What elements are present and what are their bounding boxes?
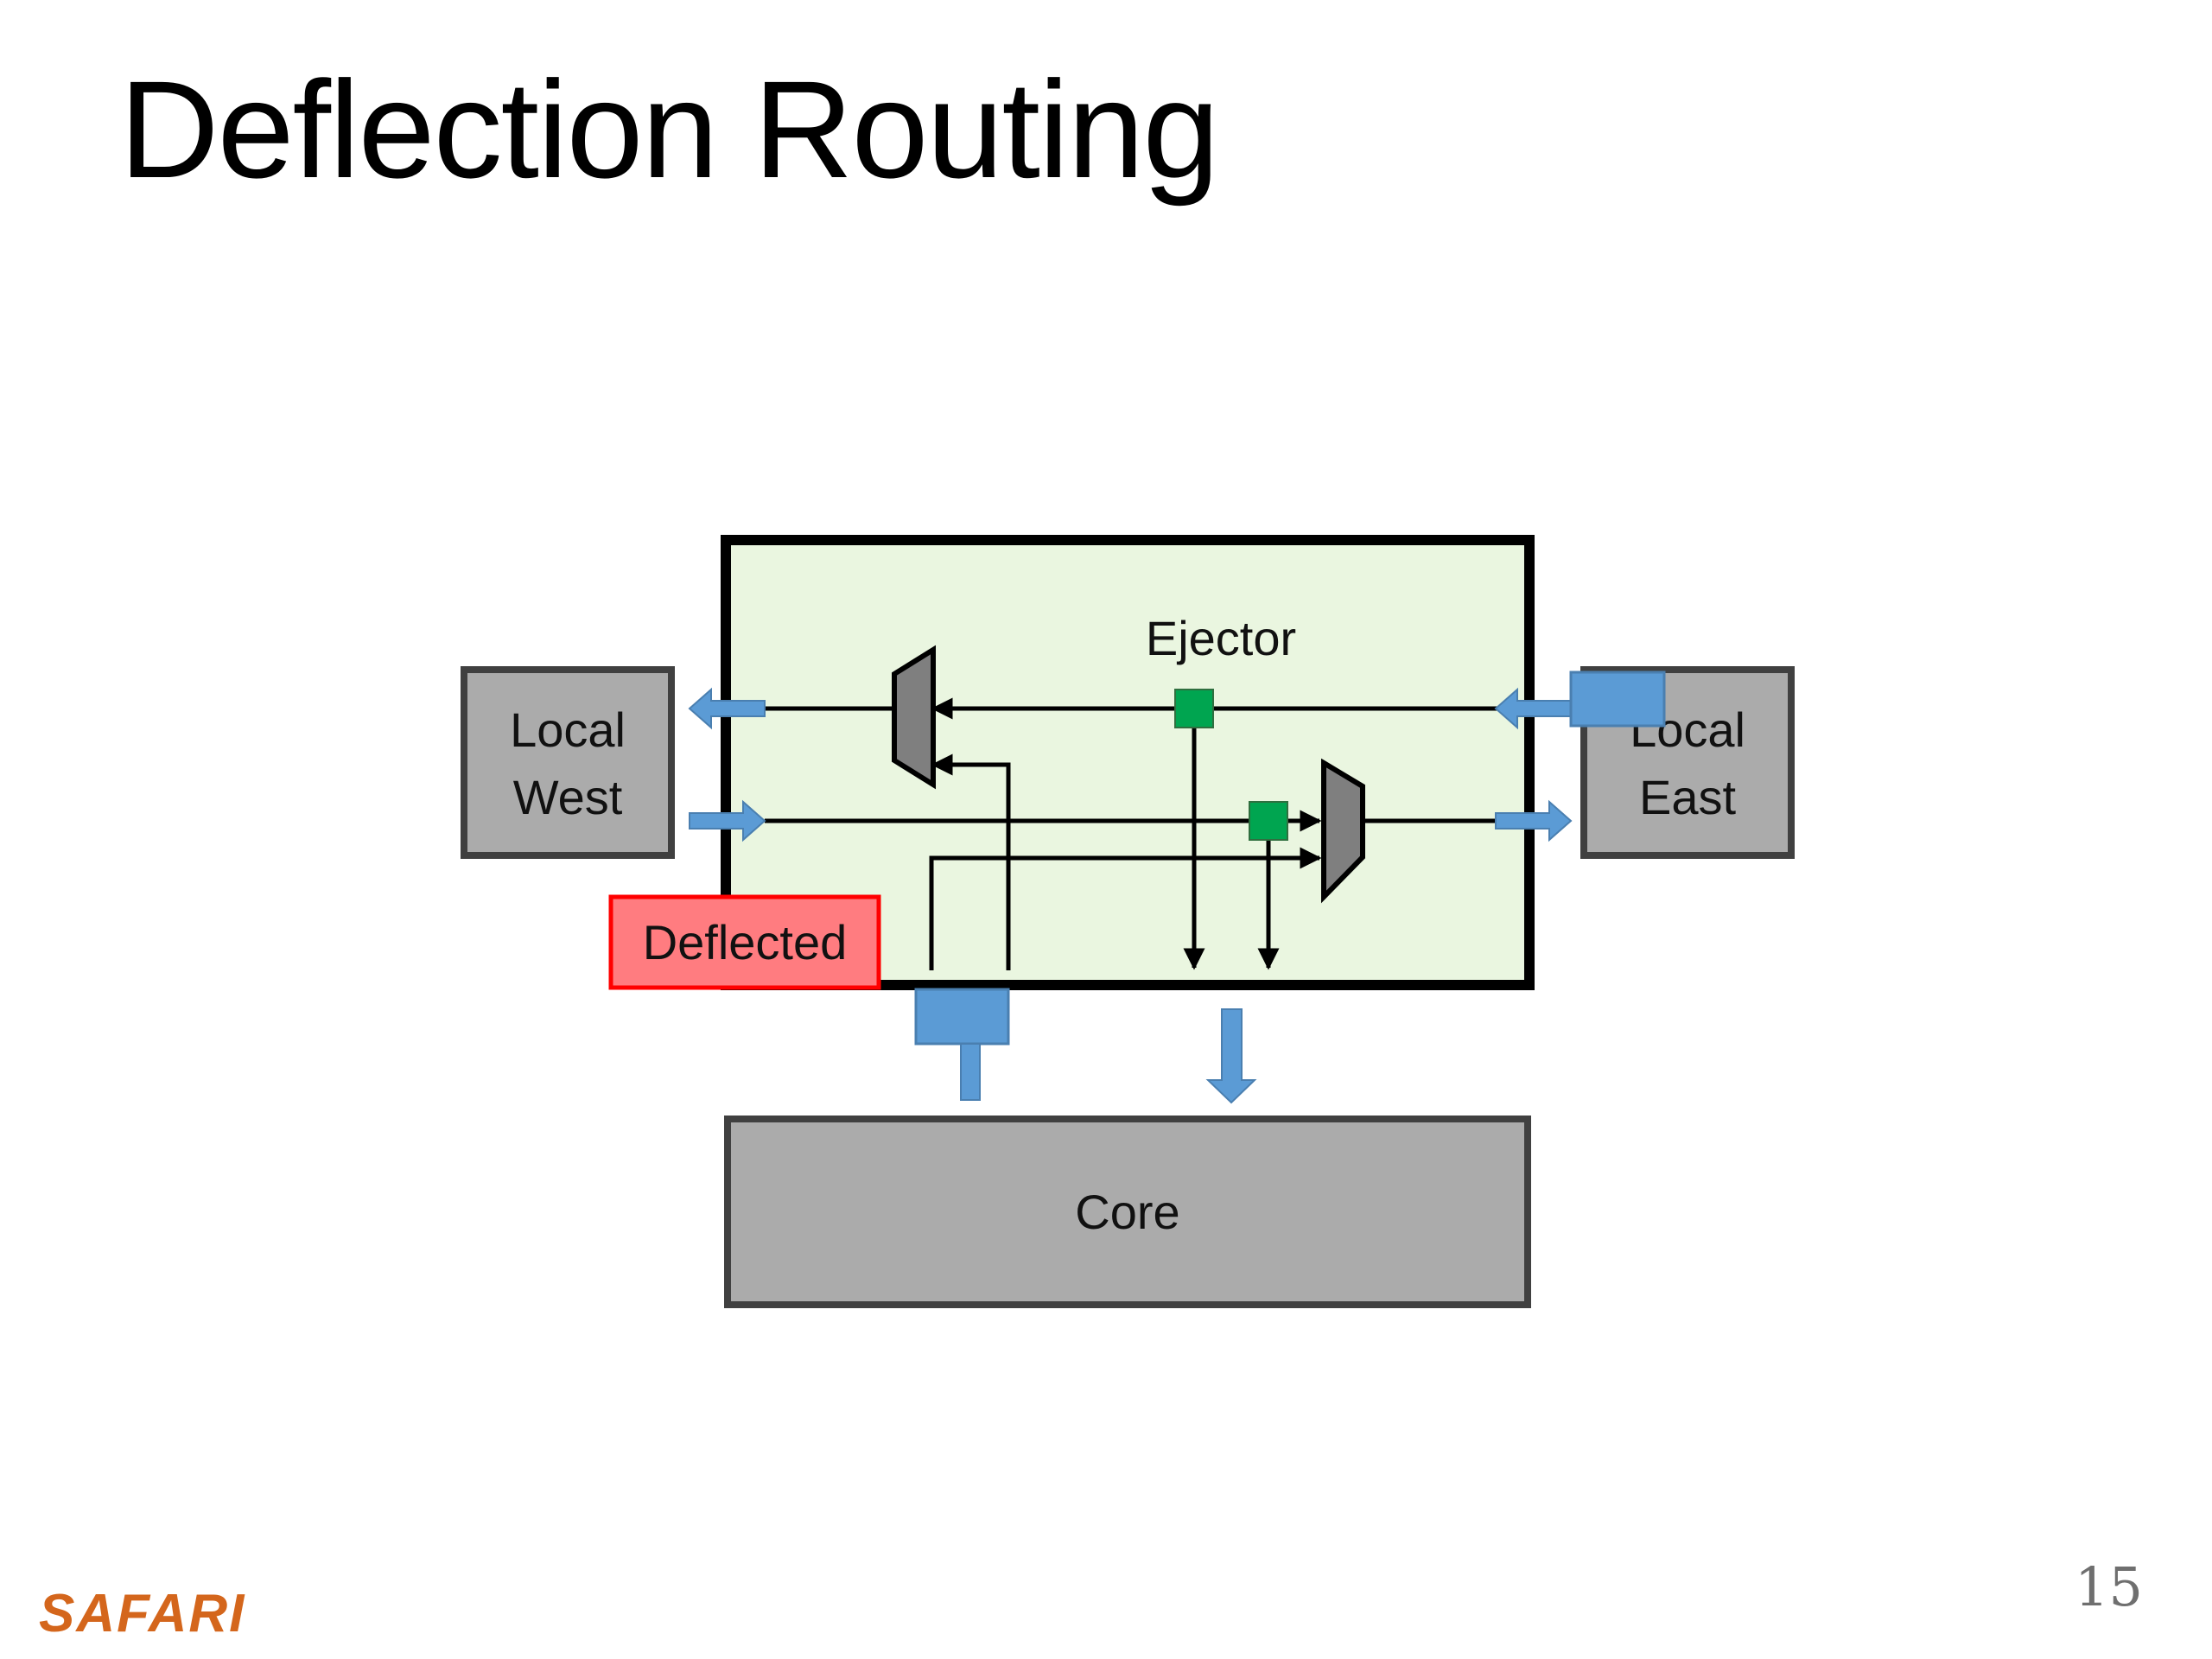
west-input-arrow xyxy=(689,799,766,842)
local-west-label-line2: West xyxy=(513,770,623,824)
flit-at-east-input xyxy=(1569,671,1666,728)
local-east-node: Local East xyxy=(1580,666,1795,859)
east-mux xyxy=(1321,758,1365,904)
core-node: Core xyxy=(724,1116,1531,1308)
local-east-label-line2: East xyxy=(1639,770,1736,824)
core-label: Core xyxy=(1075,1185,1179,1239)
page-number: 15 xyxy=(2075,1555,2143,1618)
local-west-node: Local West xyxy=(461,666,675,859)
injected-flit xyxy=(914,988,1010,1101)
west-mux xyxy=(892,645,936,790)
deflected-label: Deflected xyxy=(643,915,848,969)
west-output-arrow xyxy=(688,687,766,730)
slide-title: Deflection Routing xyxy=(119,52,1219,207)
deflected-badge: Deflected xyxy=(608,894,881,990)
local-west-label-line1: Local xyxy=(510,702,626,757)
east-output-arrow xyxy=(1495,799,1573,842)
injection-path-west xyxy=(931,753,1011,970)
safari-logo: SAFARI xyxy=(39,1584,246,1643)
ejector-tap-2 xyxy=(1249,801,1288,841)
east-input-arrow xyxy=(1494,687,1572,730)
ejector-tap-1 xyxy=(1174,689,1214,728)
ejector-label: Ejector xyxy=(1146,611,1296,665)
injection-path-east xyxy=(929,847,1322,970)
ejection-arrow xyxy=(1205,1008,1257,1104)
